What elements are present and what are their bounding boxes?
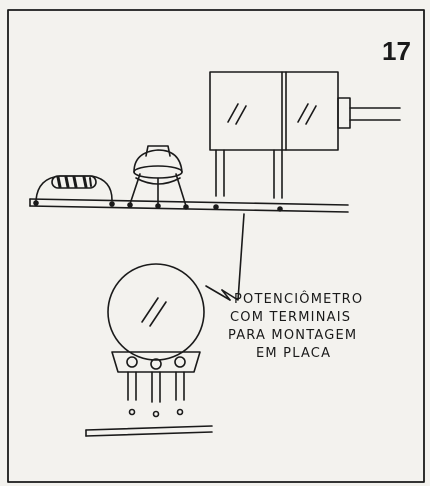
figure-number: 17 — [382, 36, 411, 66]
figure-frame — [7, 9, 425, 483]
resistor-component — [35, 175, 113, 201]
solder-points-upper — [33, 200, 283, 212]
lower-pcb-board — [85, 425, 213, 437]
potentiometer-side-view — [209, 71, 401, 199]
caption-line-2: COM TERMINAIS — [230, 310, 352, 325]
pcb-holes — [128, 408, 184, 418]
potentiometer-pcb-mount — [107, 263, 205, 403]
caption-leader-line — [205, 213, 245, 301]
upper-pcb-board — [29, 198, 349, 213]
transistor-component — [129, 145, 187, 207]
caption-line-1: POTENCIÔMETRO — [234, 292, 364, 307]
caption-line-4: EM PLACA — [256, 346, 332, 361]
caption-line-3: PARA MONTAGEM — [228, 328, 358, 343]
